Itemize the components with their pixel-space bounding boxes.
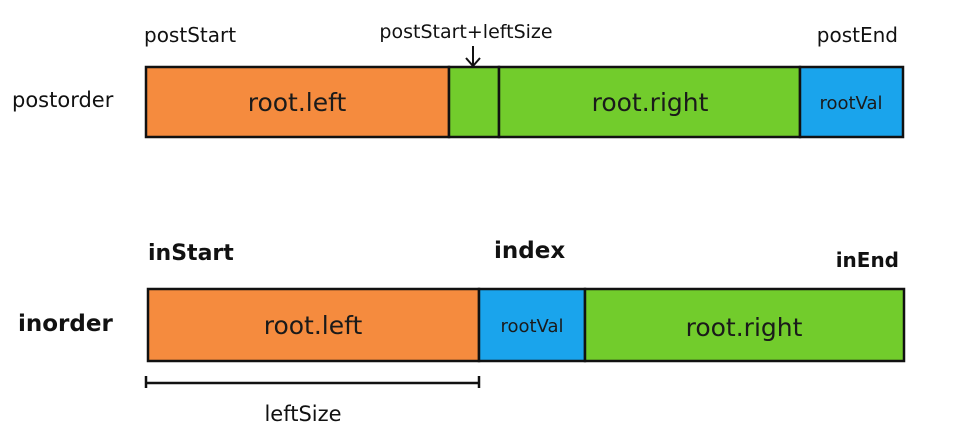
post-root-label: rootVal — [819, 93, 882, 114]
in-start-marker: inStart — [148, 241, 234, 266]
in-end-marker: inEnd — [836, 248, 899, 272]
post-right-label: root.right — [592, 88, 709, 117]
post-middle-marker: postStart+leftSize — [379, 21, 552, 43]
post-middle-arrow-icon — [465, 46, 481, 68]
post-left-label: root.left — [248, 88, 347, 117]
left-size-label: leftSize — [264, 402, 341, 426]
post-right-segment — [497, 65, 802, 139]
inorder-row: inStart index inEnd inorder root.left ro… — [18, 238, 906, 426]
post-gap-segment — [447, 65, 501, 139]
in-root-label: rootVal — [500, 316, 563, 337]
in-right-label: root.right — [686, 313, 803, 342]
in-middle-marker: index — [494, 238, 565, 264]
postorder-row: postStart postStart+leftSize postEnd pos… — [12, 21, 905, 139]
postorder-row-label: postorder — [12, 88, 114, 112]
inorder-row-label: inorder — [18, 311, 113, 337]
left-size-bracket — [144, 376, 481, 388]
post-start-marker: postStart — [144, 23, 236, 47]
in-left-label: root.left — [264, 311, 363, 340]
post-end-marker: postEnd — [817, 23, 898, 47]
in-right-segment — [583, 287, 906, 363]
post-root-segment — [798, 65, 905, 139]
